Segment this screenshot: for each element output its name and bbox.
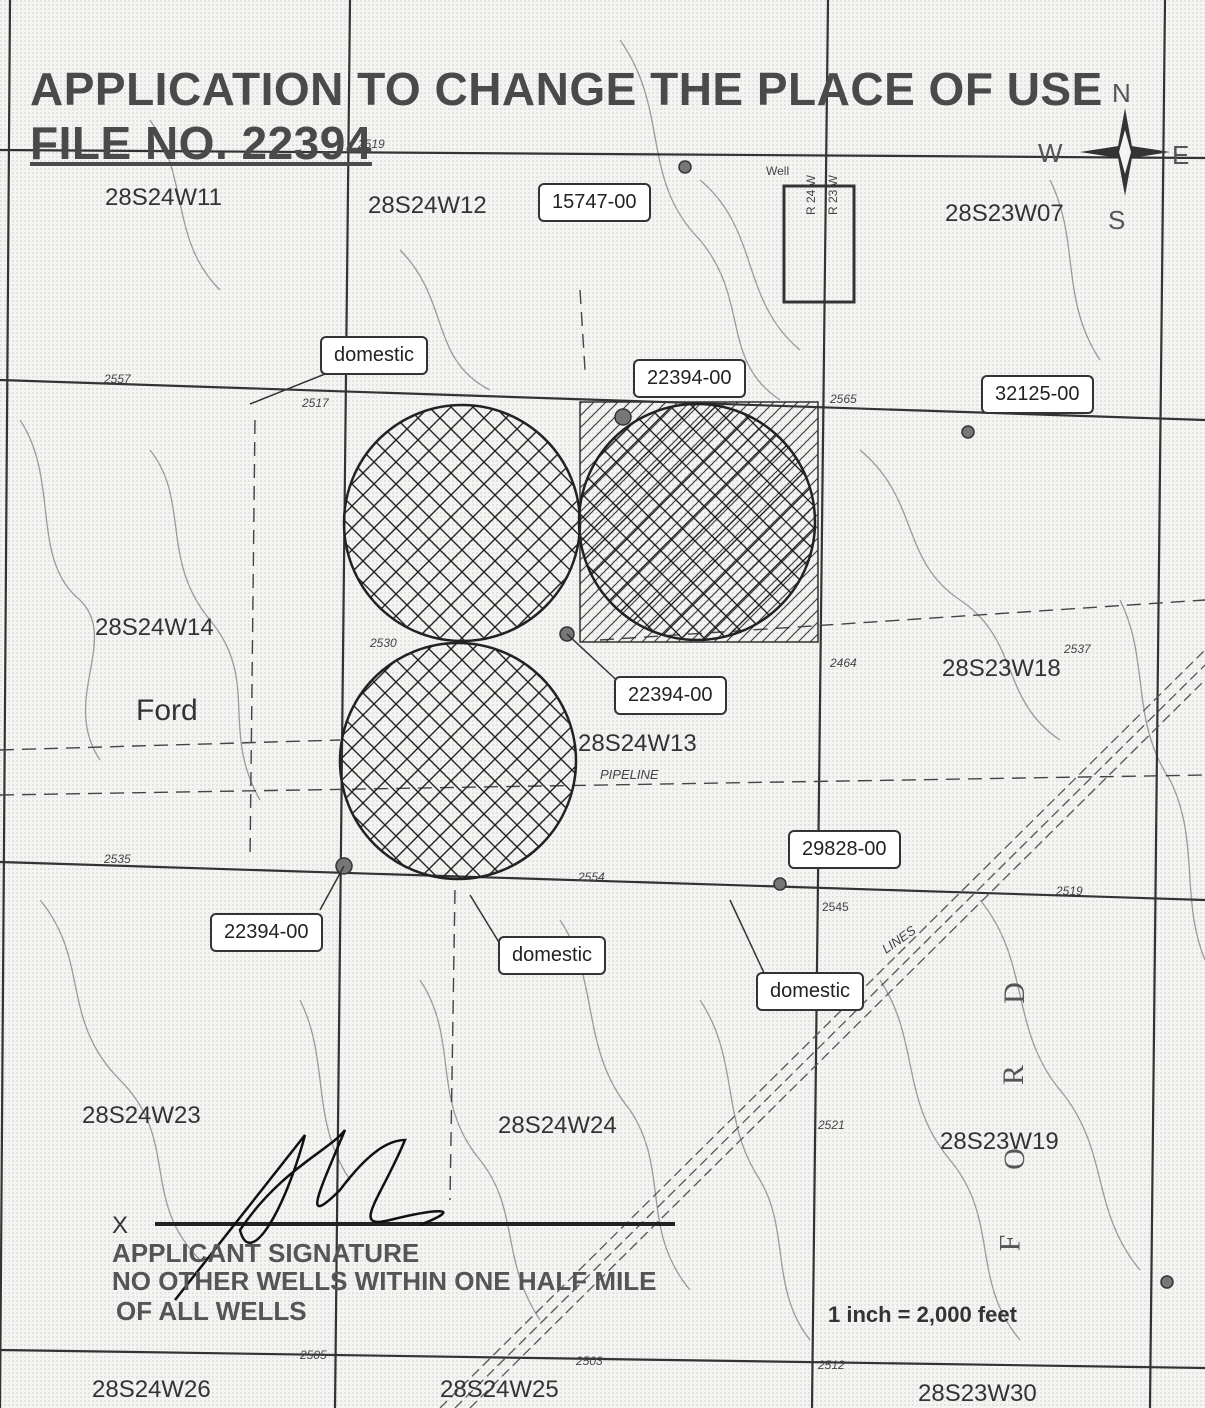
ford-letter: R (997, 1064, 1031, 1086)
well-marker-15747 (678, 160, 692, 174)
compass-e: E (1172, 140, 1190, 170)
signature-scribble (174, 1129, 445, 1301)
section-label: 28S23W07 (945, 200, 1064, 227)
elevation-label: 2535 (104, 852, 131, 866)
pivot-circle-nw (342, 403, 582, 643)
section-label: 28S24W14 (95, 614, 214, 641)
elevation-label: 2464 (830, 656, 857, 670)
section-label: 28S24W23 (82, 1102, 201, 1129)
well-marker-east (1160, 1275, 1174, 1289)
elevation-label: 2505 (300, 1348, 327, 1362)
well-callout-15747: 15747-00 (538, 183, 651, 222)
compass-n: N (1112, 78, 1131, 108)
well-marker-22394-a (614, 408, 632, 426)
domestic-callout: domestic (320, 336, 429, 375)
elevation-label: 2557 (104, 372, 131, 386)
note-line-1: NO OTHER WELLS WITHIN ONE HALF MILE (112, 1266, 657, 1296)
section-label: 28S24W12 (368, 192, 487, 219)
section-label: 28S24W11 (105, 184, 222, 211)
range-box (782, 184, 856, 304)
topo-contours (19, 39, 1205, 1341)
section-label: 28S24W24 (498, 1112, 617, 1139)
county-label: Ford (136, 694, 198, 727)
ford-letter: F (993, 1234, 1027, 1252)
elevation-label: 2530 (370, 636, 397, 650)
elevation-label: 2565 (830, 392, 857, 406)
pivot-circle-ne (577, 402, 817, 642)
elevation-label: 2537 (1064, 642, 1091, 656)
range-label-r24: R 24 W (804, 174, 818, 215)
signature-x-mark: X (112, 1212, 129, 1239)
section-label: 28S24W26 (92, 1376, 211, 1403)
section-label: 28S23W30 (918, 1380, 1037, 1407)
note-line-2: OF ALL WELLS (116, 1296, 307, 1326)
elevation-label: 2517 (302, 396, 329, 410)
domestic-callout: domestic (498, 936, 607, 975)
compass-rose (1080, 108, 1170, 196)
pipeline-label: PIPELINE (600, 767, 659, 782)
well-label: Well (766, 164, 790, 178)
compass-w: W (1038, 138, 1063, 168)
well-marker-29828 (773, 877, 787, 891)
well-callout-22394: 22394-00 (614, 676, 727, 715)
elevation-label: 2519 (1056, 884, 1083, 898)
map-title: APPLICATION TO CHANGE THE PLACE OF USE (30, 63, 1103, 115)
well-marker-32125 (961, 425, 975, 439)
map-scale: 1 inch = 2,000 feet (828, 1302, 1017, 1327)
well-callout-32125: 32125-00 (981, 375, 1094, 414)
elevation-label: 2519 (358, 137, 385, 151)
well-callout-22394: 22394-00 (210, 913, 323, 952)
pivot-circle-sw (338, 641, 578, 881)
compass-s: S (1108, 205, 1126, 235)
section-label: 28S23W18 (942, 655, 1061, 682)
elevation-label: 2503 (576, 1354, 603, 1368)
well-callout-22394: 22394-00 (633, 359, 746, 398)
file-number: FILE NO. 22394 (30, 117, 372, 169)
ford-letter: D (997, 982, 1031, 1004)
ford-letter: O (997, 1148, 1031, 1170)
elevation-label: 2545 (822, 900, 849, 914)
section-label: 28S23W19 (940, 1128, 1059, 1155)
well-markers (335, 160, 1174, 1289)
elevation-label: 2512 (818, 1358, 845, 1372)
elevation-label: 2554 (578, 870, 605, 884)
elevation-label: 2521 (818, 1118, 845, 1132)
well-callout-29828: 29828-00 (788, 830, 901, 869)
domestic-callout: domestic (756, 972, 865, 1011)
signature-label: APPLICANT SIGNATURE (112, 1238, 420, 1268)
section-label: 28S24W13 (578, 730, 697, 757)
range-label-r23: R 23 W (826, 174, 840, 215)
pipeline-diagonal (439, 649, 1205, 1408)
section-label: 28S24W25 (440, 1376, 559, 1403)
